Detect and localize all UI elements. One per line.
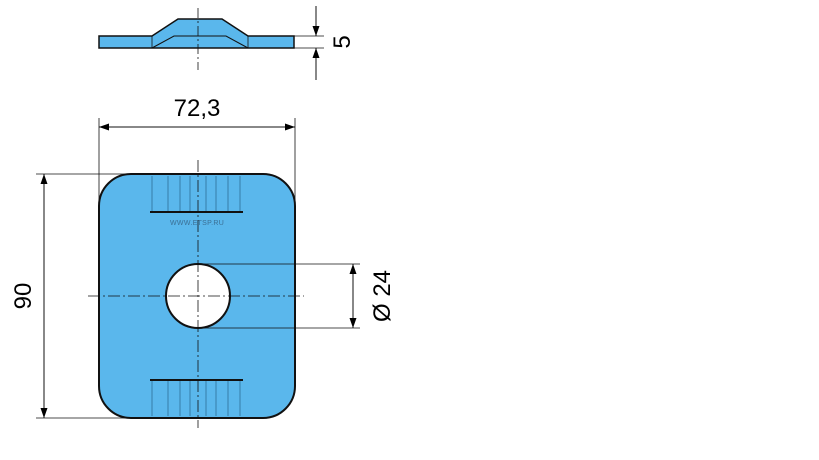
plan-view: WWW.ETSP.RU — [88, 160, 304, 428]
bottom-rib-feature — [151, 381, 241, 416]
side-view-profile — [98, 18, 295, 49]
watermark: WWW.ETSP.RU — [170, 220, 224, 227]
width-dimension: 72,3 — [98, 95, 296, 200]
height-dimension: 90 — [10, 173, 140, 419]
hole-diameter-label: Ø 24 — [369, 270, 396, 322]
width-label: 72,3 — [174, 95, 221, 122]
side-view-hidden-lines — [151, 35, 249, 49]
height-label: 90 — [10, 283, 37, 310]
side-view: 5 — [98, 6, 356, 80]
hole-diameter-dimension: Ø 24 — [198, 263, 396, 329]
thickness-label: 5 — [329, 35, 356, 48]
top-rib-feature — [151, 176, 241, 211]
